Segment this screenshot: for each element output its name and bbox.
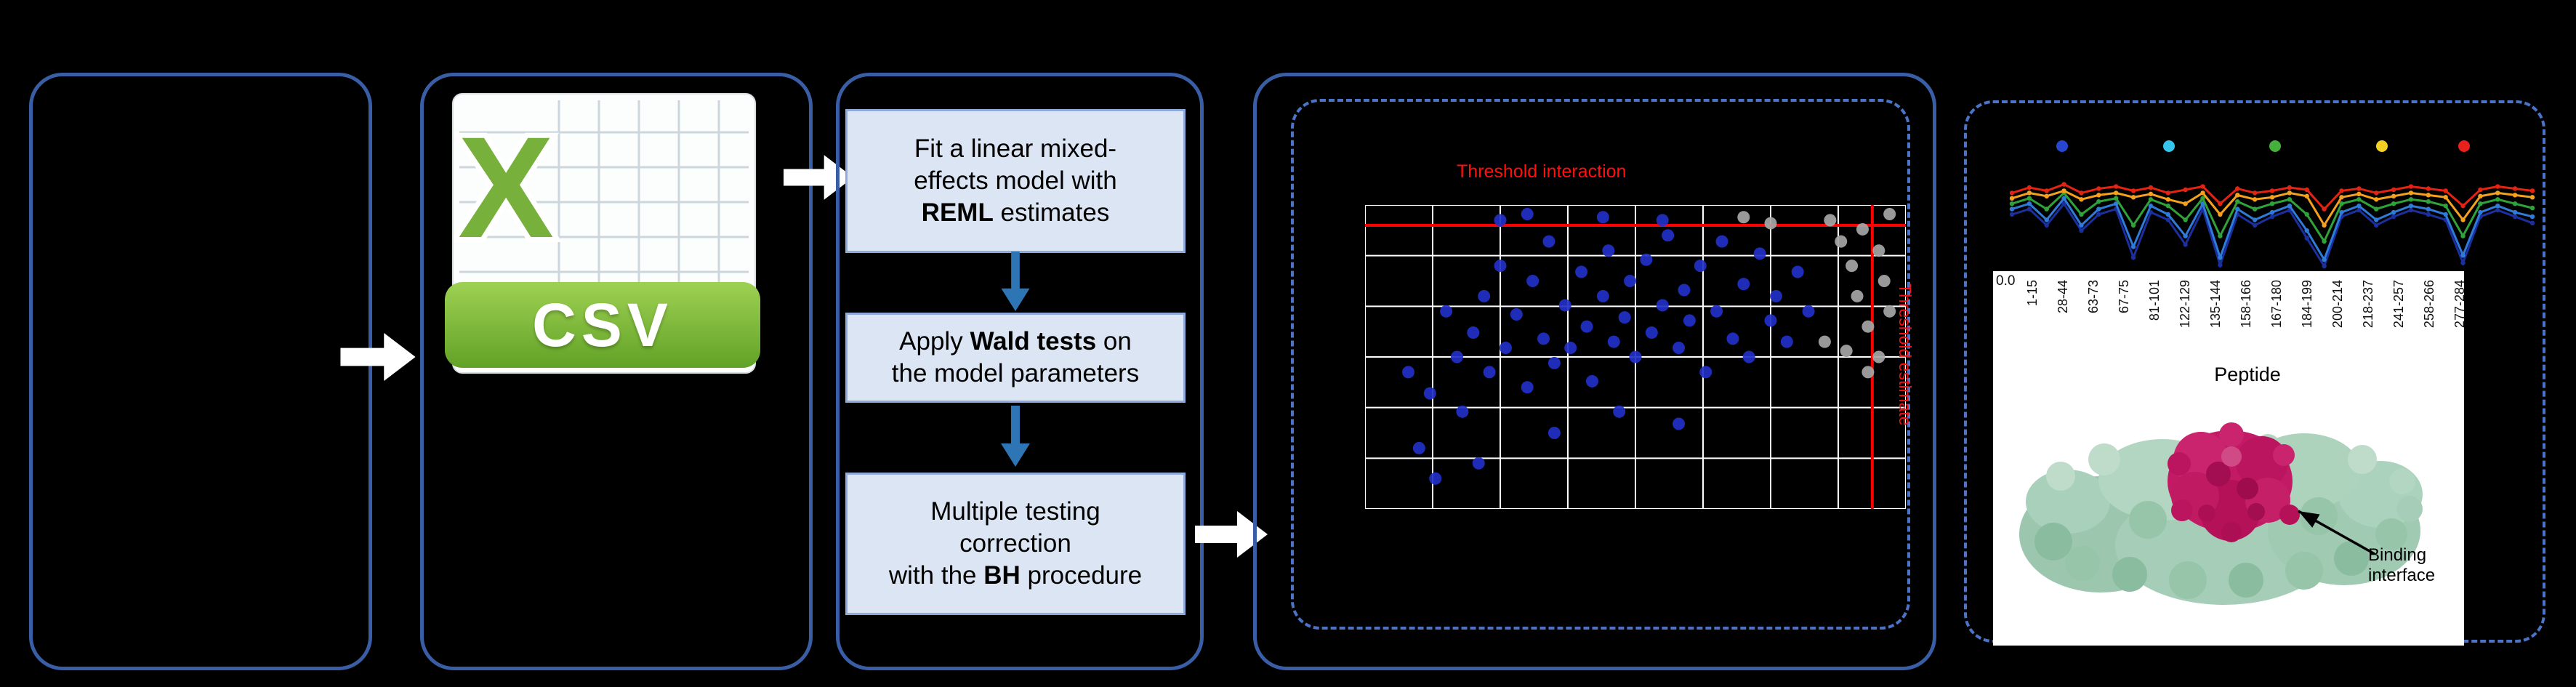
step-wald-box: Apply Wald tests on the model parameters: [845, 313, 1186, 403]
peptide-tick-label: 28-44: [2056, 280, 2070, 314]
peptide-tick-label: 158-166: [2239, 280, 2253, 329]
peptide-tick-label: 258-266: [2422, 280, 2436, 329]
step-bh-line2: correction: [959, 529, 1071, 558]
y-axis-zero-label: 0.0: [1996, 273, 2016, 289]
peptide-axis-title: Peptide: [2214, 363, 2281, 385]
stats-workflow-panel: [836, 73, 1204, 670]
peptide-tick-label: 277-284: [2452, 280, 2467, 329]
threshold-estimate-label: Threshold estimate: [1896, 284, 1915, 426]
step-wald-line1: Apply Wald tests on: [899, 326, 1132, 355]
legend-dot: [2458, 140, 2470, 152]
peptide-tick-label: 241-257: [2391, 280, 2406, 329]
peptide-tick-label: 200-214: [2330, 280, 2345, 329]
peptide-tick-label: 81-101: [2147, 280, 2162, 321]
volcano-dashed-frame: [1291, 99, 1910, 630]
flow-arrow-down-2: [1001, 406, 1030, 467]
step-reml-box: Fit a linear mixed- effects model with R…: [845, 109, 1186, 253]
binding-interface-arrow: [2298, 510, 2375, 555]
csv-banner: CSV: [445, 282, 760, 368]
step-bh-box: Multiple testing correction with the BH …: [845, 473, 1186, 615]
peptide-tick-label: 184-199: [2300, 280, 2314, 329]
peptide-tick-label: 218-237: [2361, 280, 2375, 329]
protein-structure-image: [2019, 422, 2423, 605]
csv-banner-label: CSV: [532, 290, 673, 359]
volcano-scatter-plot: [1365, 205, 1906, 509]
flow-arrow-right-1: [340, 333, 416, 381]
peptide-tick-label: 1-15: [2025, 280, 2040, 307]
flow-arrow-right-3: [1195, 511, 1268, 558]
peptide-tick-label: 122-129: [2178, 280, 2192, 329]
peptide-tick-label: 67-75: [2117, 280, 2131, 314]
step-bh-line1: Multiple testing: [930, 497, 1100, 526]
binding-interface-region: [2168, 422, 2300, 542]
input-panel: [29, 73, 372, 670]
step-bh-line3: with the BH procedure: [888, 561, 1143, 590]
excel-x-letter: X: [458, 107, 554, 268]
binding-interface-label: Binding interface: [2368, 545, 2436, 585]
csv-grid: X: [453, 100, 749, 366]
flow-arrow-down-1: [1001, 252, 1030, 311]
peptide-tick-label: 135-144: [2208, 280, 2223, 329]
step-reml-line2: effects model with: [914, 166, 1117, 195]
legend-dot: [2163, 140, 2175, 152]
legend-dot: [2269, 140, 2281, 152]
threshold-interaction-label: Threshold interaction: [1457, 161, 1627, 182]
peptide-tick-label: 63-73: [2086, 280, 2101, 314]
legend-dot: [2056, 140, 2068, 152]
step-wald-line2: the model parameters: [891, 359, 1140, 387]
legend-dot: [2376, 140, 2388, 152]
volcano-plot-panel: [1253, 73, 1936, 670]
step-reml-line1: Fit a linear mixed-: [914, 134, 1117, 163]
step-reml-line3: REML estimates: [921, 198, 1110, 228]
uptake-line-chart: [2009, 140, 2535, 269]
peptide-tick-label: 167-180: [2269, 280, 2284, 329]
csv-panel: [420, 73, 813, 670]
